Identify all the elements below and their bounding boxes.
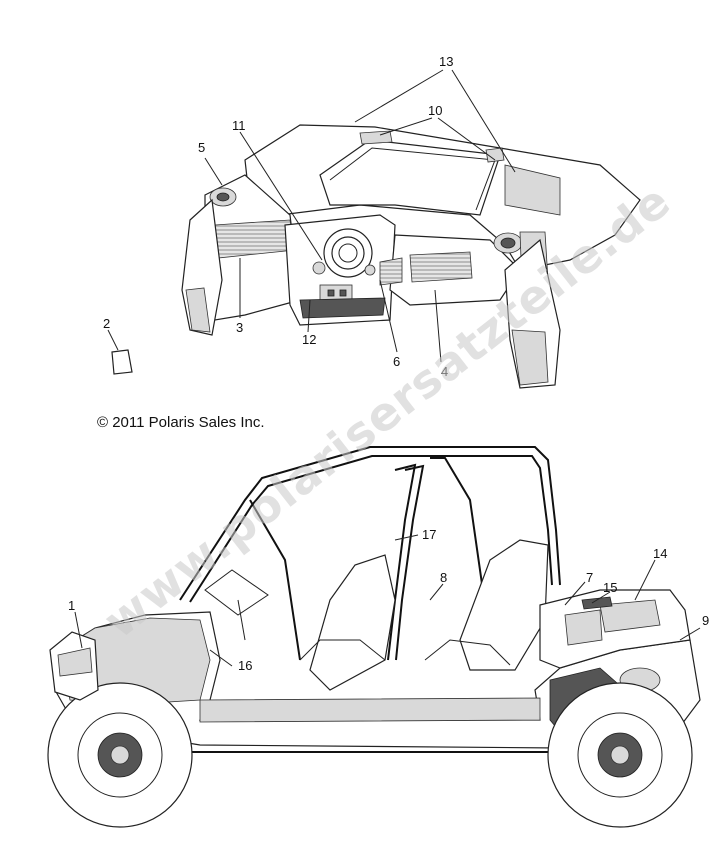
callout-3: 3 <box>236 320 243 335</box>
callout-labels: 1 2 3 4 5 6 7 8 9 10 11 12 13 14 15 16 1… <box>68 54 709 673</box>
callout-7: 7 <box>586 570 593 585</box>
callout-8: 8 <box>440 570 447 585</box>
callout-15: 15 <box>603 580 617 595</box>
leader-lines <box>74 69 701 667</box>
callout-6: 6 <box>393 354 400 369</box>
callout-16: 16 <box>238 658 252 673</box>
callout-11: 11 <box>232 118 246 133</box>
callout-14: 14 <box>653 546 667 561</box>
callout-1: 1 <box>68 598 75 613</box>
rear-wheel <box>547 682 693 828</box>
callout-12: 12 <box>302 332 316 347</box>
vehicle-side-view <box>47 446 701 828</box>
callout-10: 10 <box>428 103 442 118</box>
callout-2: 2 <box>103 316 110 331</box>
callout-4: 4 <box>441 364 448 379</box>
decal-2 <box>111 349 133 375</box>
front-wheel <box>47 682 193 828</box>
callout-13: 13 <box>439 54 453 69</box>
callout-5: 5 <box>198 140 205 155</box>
copyright-text: © 2011 Polaris Sales Inc. <box>97 414 265 431</box>
dashboard-assembly <box>181 124 641 389</box>
callout-17: 17 <box>422 527 436 542</box>
callout-9: 9 <box>702 613 709 628</box>
